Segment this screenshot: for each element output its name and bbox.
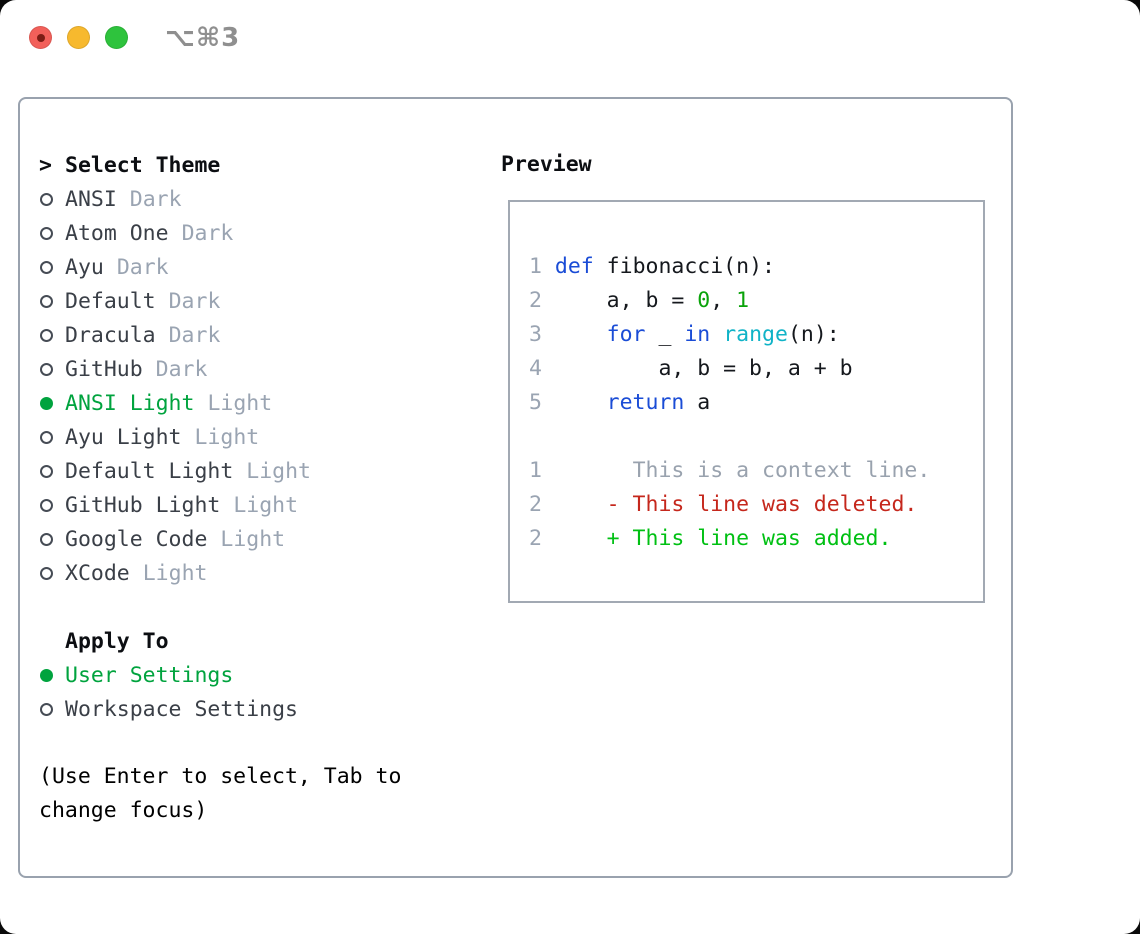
apply-to-header: Apply To (39, 624, 469, 658)
radio-icon (40, 464, 53, 478)
theme-option[interactable]: Default Light Light (39, 454, 469, 488)
radio-icon (40, 532, 53, 546)
radio-icon (40, 260, 53, 274)
radio-icon (40, 362, 53, 376)
option-label: Dracula (65, 322, 156, 348)
apply-to-option[interactable]: User Settings (39, 658, 469, 692)
theme-option[interactable]: GitHub Light Light (39, 488, 469, 522)
theme-option[interactable]: Google Code Light (39, 522, 469, 556)
option-label: GitHub Light (65, 492, 221, 518)
option-variant: Dark (181, 220, 234, 246)
theme-selector-title: Select Theme (65, 152, 221, 178)
option-label: Ayu Light (65, 424, 182, 450)
close-dot-icon (37, 34, 45, 42)
minimize-button-icon[interactable] (67, 26, 90, 49)
option-variant: Light (194, 424, 260, 450)
option-label: GitHub (65, 356, 143, 382)
option-variant: Dark (155, 356, 208, 382)
theme-option[interactable]: Default Dark (39, 284, 469, 318)
code-line: 1 def fibonacci(n): (529, 254, 775, 279)
theme-option[interactable]: Atom One Dark (39, 216, 469, 250)
apply-to-option[interactable]: Workspace Settings (39, 692, 469, 726)
radio-icon (40, 430, 53, 444)
theme-option[interactable]: ANSI Dark (39, 182, 469, 216)
code-line: 2 + This line was added. (529, 526, 892, 551)
theme-option[interactable]: ANSI Light Light (39, 386, 469, 420)
option-variant: Dark (168, 322, 221, 348)
radio-icon (40, 294, 53, 308)
option-label: Atom One (65, 220, 169, 246)
spacer (39, 726, 469, 760)
radio-selected-icon (40, 396, 53, 410)
prompt-icon: > (39, 152, 52, 178)
option-label: Workspace Settings (65, 696, 298, 722)
code-line: 2 - This line was deleted. (529, 492, 918, 517)
radio-icon (40, 566, 53, 580)
theme-option[interactable]: Ayu Light Light (39, 420, 469, 454)
close-button-icon[interactable] (29, 26, 52, 49)
theme-option[interactable]: XCode Light (39, 556, 469, 590)
preview-code-box: 1 def fibonacci(n): 2 a, b = 0, 1 3 for _ … (508, 200, 985, 603)
option-label: Ayu (65, 254, 104, 280)
help-text-line2: change focus) (39, 798, 208, 823)
option-variant: Light (220, 526, 286, 552)
radio-icon (40, 226, 53, 240)
option-label: ANSI (65, 186, 117, 212)
help-text-line1: (Use Enter to select, Tab to (39, 764, 402, 789)
apply-to-title: Apply To (65, 628, 169, 654)
preview-title: Preview (501, 152, 592, 177)
option-label: Default (65, 288, 156, 314)
option-variant: Dark (168, 288, 221, 314)
code-line: 1 This is a context line. (529, 458, 931, 483)
option-variant: Light (246, 458, 312, 484)
maximize-button-icon[interactable] (105, 26, 128, 49)
radio-icon (40, 192, 53, 206)
option-variant: Dark (129, 186, 182, 212)
main-panel (18, 97, 1013, 878)
option-label: User Settings (65, 662, 234, 688)
radio-icon (40, 498, 53, 512)
code-line: 4 a, b = b, a + b (529, 356, 853, 381)
code-line: 2 a, b = 0, 1 (529, 288, 750, 313)
spacer (39, 590, 469, 624)
theme-option[interactable]: Ayu Dark (39, 250, 469, 284)
theme-selector-header: > Select Theme (39, 148, 469, 182)
option-label: Default Light (65, 458, 234, 484)
radio-icon (40, 702, 53, 716)
option-variant: Light (142, 560, 208, 586)
theme-option[interactable]: GitHub Dark (39, 352, 469, 386)
theme-option[interactable]: Dracula Dark (39, 318, 469, 352)
option-label: XCode (65, 560, 130, 586)
code-line (529, 420, 983, 454)
code-line: 5 return a (529, 390, 711, 415)
option-variant: Light (207, 390, 273, 416)
option-variant: Dark (116, 254, 169, 280)
radio-selected-icon (40, 668, 53, 682)
radio-icon (40, 328, 53, 342)
option-variant: Light (233, 492, 299, 518)
keyboard-shortcut-label: ⌥⌘3 (165, 23, 241, 53)
option-label: ANSI Light (65, 390, 195, 416)
code-line: 3 for _ in range(n): (529, 322, 840, 347)
option-label: Google Code (65, 526, 208, 552)
